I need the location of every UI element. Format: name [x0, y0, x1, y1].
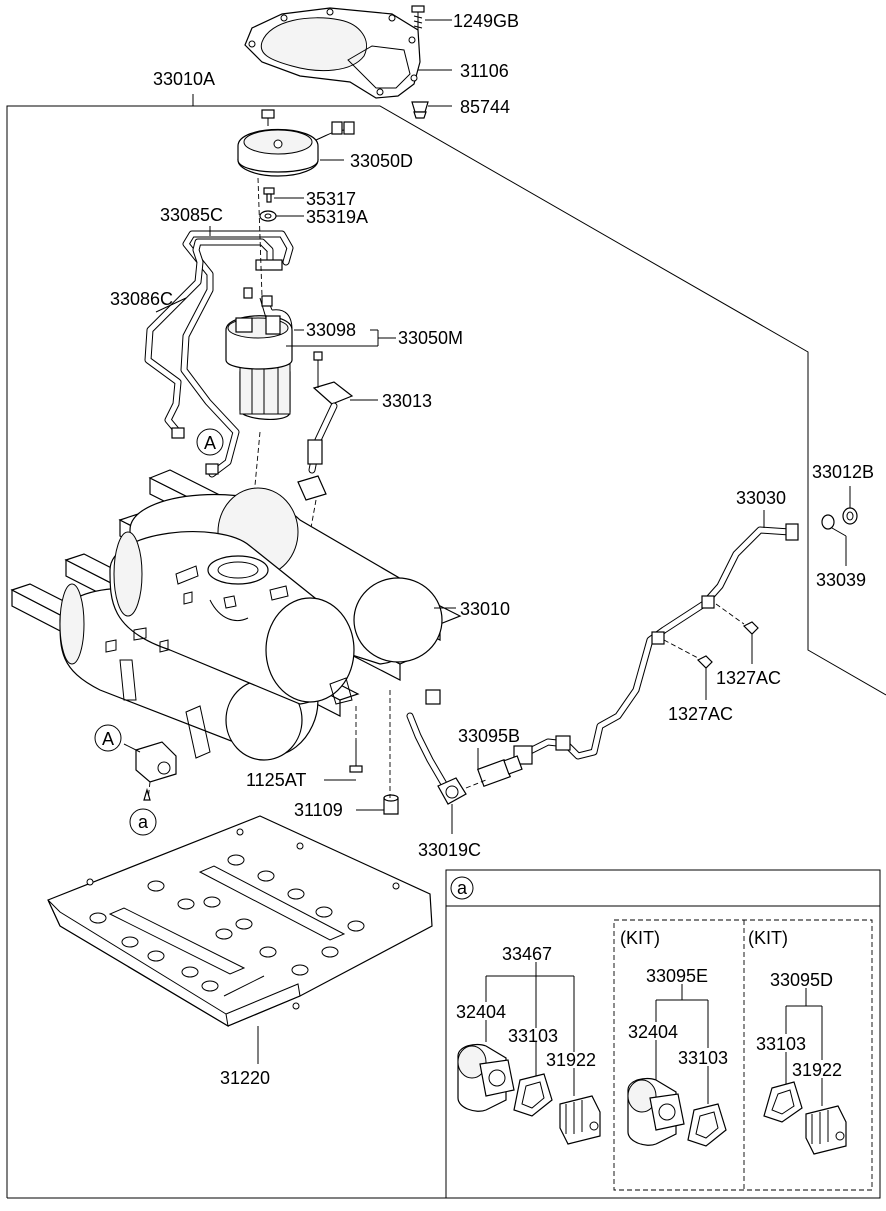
label-33012B: 33012B [812, 462, 874, 482]
fuel-feed-lines [144, 230, 294, 478]
callout-small-a: a [129, 808, 157, 836]
label-33013: 33013 [382, 391, 432, 411]
label-33095D: 33095D [770, 970, 833, 990]
fuel-pump-module [225, 177, 293, 561]
detail-box: a [445, 869, 881, 1199]
label-31220: 31220 [220, 1068, 270, 1088]
label-33095B: 33095B [458, 726, 520, 746]
detail-header-text: a [457, 878, 468, 898]
label-32404-mid: 32404 [628, 1022, 678, 1042]
label-33095E: 33095E [646, 966, 708, 986]
label-kit-2: (KIT) [748, 928, 788, 948]
label-35317: 35317 [306, 189, 356, 209]
strainer-housing-part [627, 1077, 685, 1146]
label-1327AC-2: 1327AC [668, 704, 733, 724]
callout-a-upper-text: A [204, 433, 216, 453]
check-valve [123, 741, 177, 801]
label-33098: 33098 [306, 320, 356, 340]
label-1327AC-1: 1327AC [716, 668, 781, 688]
bolt-part [263, 187, 304, 203]
label-31106: 31106 [460, 61, 509, 81]
spacer-part [356, 690, 399, 815]
grommet-part [411, 101, 429, 119]
washer-part [259, 210, 304, 222]
o-ring-part [821, 514, 847, 566]
seal-ring-part [842, 486, 858, 525]
label-31109: 31109 [294, 800, 343, 820]
label-1125AT: 1125AT [246, 770, 306, 790]
label-31922-right: 31922 [792, 1060, 842, 1080]
filter-element-part [805, 1105, 847, 1155]
filler-pipe [513, 523, 799, 765]
callout-a-upper: A [196, 428, 224, 456]
label-33050D: 33050D [350, 151, 413, 171]
callout-a-lower-text: A [102, 729, 114, 749]
label-35319A: 35319A [306, 207, 368, 227]
label-33050M: 33050M [398, 328, 463, 348]
label-33467: 33467 [502, 944, 552, 964]
label-33103-left: 33103 [508, 1026, 558, 1046]
fuel-sender-unit [297, 351, 354, 601]
gasket-part [763, 1081, 803, 1123]
callout-small-a-text: a [138, 812, 149, 832]
label-32404-left: 32404 [456, 1002, 506, 1022]
label-33010A: 33010A [153, 69, 215, 89]
label-33039: 33039 [816, 570, 866, 590]
label-33086C: 33086C [110, 289, 173, 309]
label-33010: 33010 [460, 599, 510, 619]
label-33019C: 33019C [418, 840, 481, 860]
label-33030: 33030 [736, 488, 786, 508]
callout-a-lower: A [94, 724, 122, 752]
label-85744: 85744 [460, 97, 510, 117]
label-31922-left: 31922 [546, 1050, 596, 1070]
screw-part [411, 5, 425, 32]
label-33103-right: 33103 [756, 1034, 806, 1054]
gasket-part [687, 1103, 727, 1147]
bolt-part [663, 603, 759, 669]
label-33103-mid: 33103 [678, 1048, 728, 1068]
filter-element-part [559, 1095, 601, 1145]
top-cover-plate [244, 7, 421, 99]
fuel-outlet-assembly [406, 689, 523, 805]
pump-cover [237, 109, 355, 177]
label-1249GB: 1249GB [453, 11, 519, 31]
fuel-tank-assembly [10, 469, 462, 761]
bolt-part [324, 706, 363, 781]
gasket-part [513, 1073, 553, 1117]
label-33085C: 33085C [160, 205, 223, 225]
part-labels: 1249GB 31106 85744 33010A 33050D 35317 3… [110, 11, 874, 1088]
strainer-housing-part [457, 1043, 515, 1112]
main-frame [6, 94, 886, 1199]
skid-plate [47, 815, 433, 1027]
label-kit-1: (KIT) [620, 928, 660, 948]
